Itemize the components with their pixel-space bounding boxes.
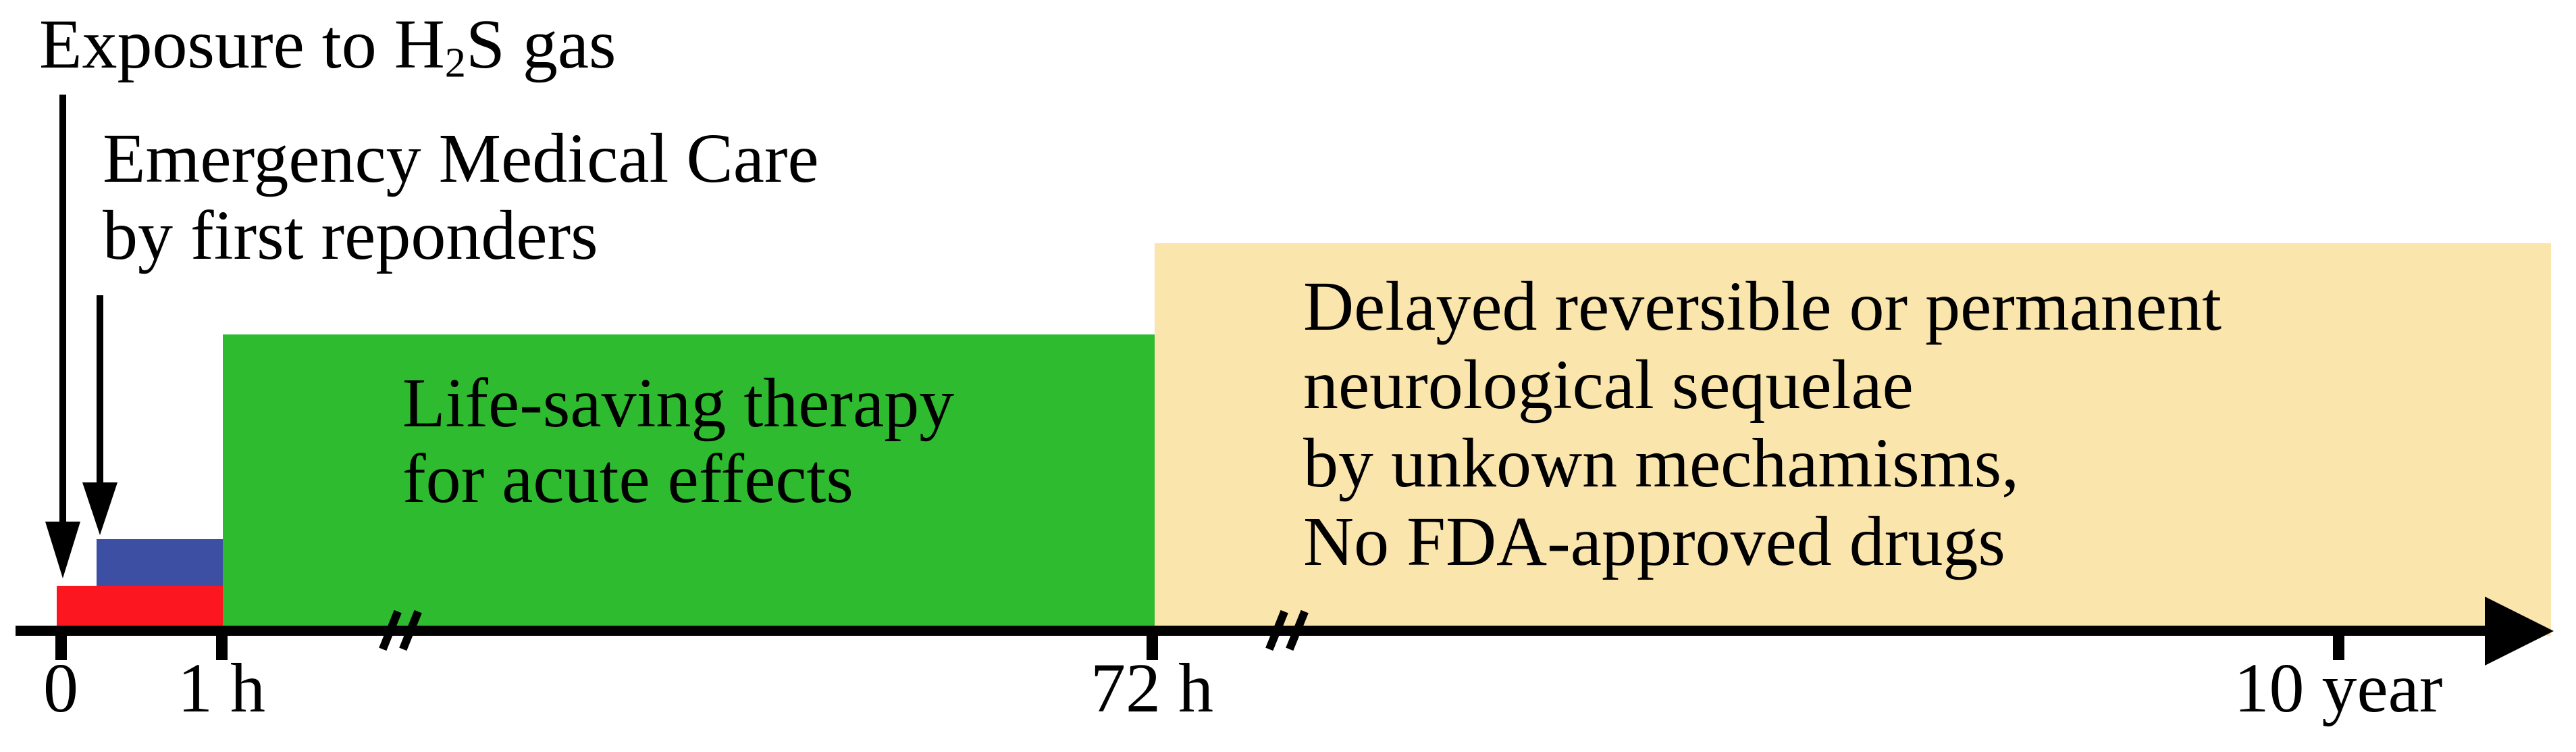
delayed-phase-label: Delayed reversible or permanent neurolog… <box>1303 268 2222 581</box>
exposure-label-text: Exposure to H <box>39 5 445 83</box>
tick-72h <box>1147 636 1158 660</box>
acute-phase-label: Life-saving therapy for acute effects <box>402 366 954 517</box>
tick-label-1h: 1 h <box>178 649 265 727</box>
delayed-phase-label-line3: by unkown mechamisms, <box>1303 424 2020 502</box>
tick-1h <box>216 636 228 660</box>
delayed-phase-label-line4: No FDA-approved drugs <box>1303 503 2005 580</box>
exposure-label-subscript: 2 <box>444 39 466 86</box>
tick-0 <box>55 636 67 660</box>
delayed-phase-box <box>1155 243 2551 636</box>
delayed-phase-label-line1: Delayed reversible or permanent <box>1303 268 2222 345</box>
acute-phase-label-line2: for acute effects <box>402 440 853 518</box>
tick-label-10-year: 10 year <box>2234 649 2443 727</box>
tick-label-0: 0 <box>43 649 78 727</box>
axis-arrowhead-icon <box>2485 597 2554 666</box>
acute-phase-box <box>223 334 1155 636</box>
emergency-care-bar <box>97 539 223 586</box>
exposure-arrowhead-icon <box>45 522 80 578</box>
exposure-arrow <box>59 95 66 522</box>
emergency-care-label-line2: by first reponders <box>103 197 598 274</box>
exposure-label-text-after: S gas <box>466 5 616 83</box>
exposure-label: Exposure to H2S gas <box>39 5 616 86</box>
timeline-axis <box>16 626 2495 636</box>
emergency-care-label: Emergency Medical Care by first reponder… <box>103 120 819 274</box>
emergency-care-arrowhead-icon <box>82 482 117 535</box>
acute-phase-label-line1: Life-saving therapy <box>402 364 955 442</box>
emergency-care-label-line1: Emergency Medical Care <box>103 120 819 197</box>
tick-10-year <box>2333 636 2344 660</box>
tick-label-72h: 72 h <box>1090 649 1213 727</box>
delayed-phase-label-line2: neurological sequelae <box>1303 346 1914 424</box>
emergency-care-arrow <box>97 295 103 482</box>
